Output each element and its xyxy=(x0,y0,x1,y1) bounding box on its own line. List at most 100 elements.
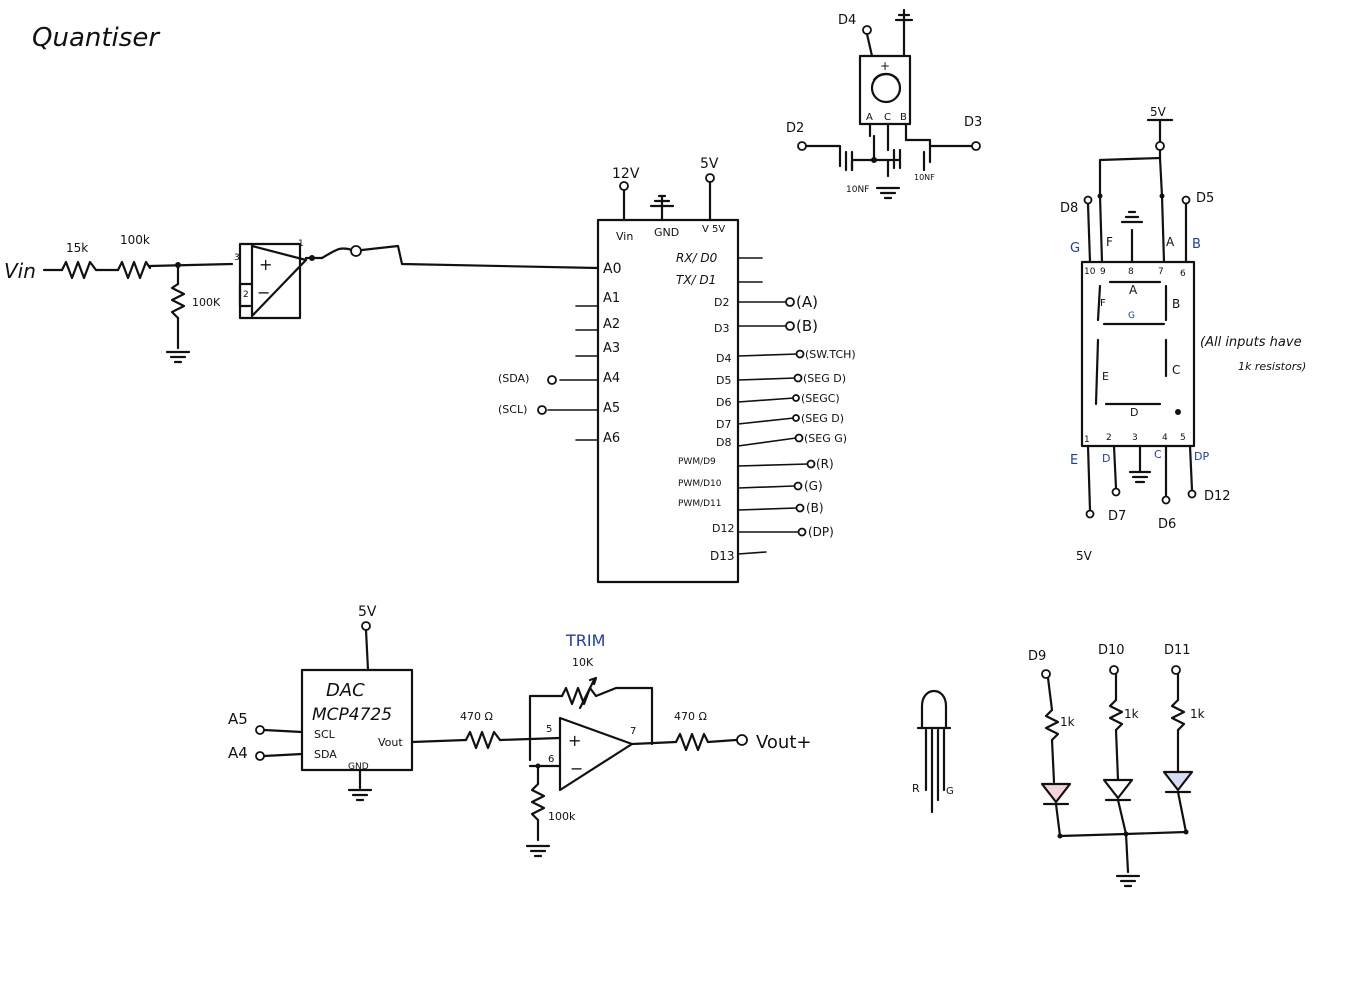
svg-text:DAC: DAC xyxy=(326,680,365,701)
resistor-470-out xyxy=(674,732,710,752)
seg-d7: D7 xyxy=(1108,509,1126,524)
svg-text:B: B xyxy=(1172,297,1180,311)
enc-d4: D4 xyxy=(838,13,856,28)
dac-supply-5v: 5V xyxy=(358,604,377,620)
trim-value: 10K xyxy=(572,656,594,669)
svg-text:+: + xyxy=(259,255,272,274)
input-opamp xyxy=(250,244,308,318)
rgb-led: R G xyxy=(912,689,954,814)
seg-d6: D6 xyxy=(1158,517,1176,532)
output-stage: 470 Ω TRIM 10K + − 5 6 7 100k 470 Ω Vout… xyxy=(460,631,811,858)
svg-text:8: 8 xyxy=(1128,267,1134,277)
svg-text:(SEG D): (SEG D) xyxy=(801,412,844,425)
svg-text:(DP): (DP) xyxy=(808,525,834,539)
svg-text:DP: DP xyxy=(1194,450,1209,463)
led-d10-label: D10 xyxy=(1098,643,1125,658)
pin-3: 3 xyxy=(234,253,240,263)
r2-value: 100k xyxy=(120,233,150,247)
led-resistor-3 xyxy=(1170,698,1186,732)
svg-text:A2: A2 xyxy=(603,317,620,332)
svg-text:GND: GND xyxy=(348,762,369,772)
svg-text:1k: 1k xyxy=(1190,707,1205,721)
svg-text:(B): (B) xyxy=(806,501,824,515)
svg-text:SCL: SCL xyxy=(314,728,336,741)
vout-plus: Vout+ xyxy=(756,732,811,753)
svg-text:C: C xyxy=(1154,448,1162,461)
seven-seg-body xyxy=(1080,260,1196,448)
sda-label: (SDA) xyxy=(498,372,529,385)
svg-text:(SEG D): (SEG D) xyxy=(803,372,846,385)
resistor-100k-shunt xyxy=(170,282,186,320)
svg-text:A: A xyxy=(1129,283,1138,297)
svg-text:−: − xyxy=(257,283,270,302)
svg-text:C: C xyxy=(884,112,891,123)
svg-text:E: E xyxy=(1102,370,1109,383)
svg-text:(SEGC): (SEGC) xyxy=(801,392,840,405)
svg-text:(SW.TCH): (SW.TCH) xyxy=(805,348,856,361)
seg-bottom-5v: 5V xyxy=(1076,549,1093,563)
svg-text:D13: D13 xyxy=(710,549,735,563)
svg-text:D6: D6 xyxy=(716,396,731,409)
resistor-15k xyxy=(60,260,98,280)
resistor-note-2: 1k resistors) xyxy=(1238,360,1306,373)
svg-text:B: B xyxy=(900,112,907,123)
indicator-leds: D9 D10 D11 1k 1k 1k xyxy=(1028,643,1205,888)
led-2 xyxy=(1102,778,1134,800)
r3-value: 100K xyxy=(192,296,221,309)
svg-text:A6: A6 xyxy=(603,431,620,446)
vin-label: Vin xyxy=(4,259,36,283)
svg-text:D8: D8 xyxy=(716,436,731,449)
seg-d8: D8 xyxy=(1060,201,1078,216)
svg-text:A5: A5 xyxy=(603,401,620,416)
r1-value: 15k xyxy=(66,241,88,255)
rgb-led-dome xyxy=(920,689,948,730)
pin-2: 2 xyxy=(243,290,249,300)
pin-5v: V 5V xyxy=(702,224,725,235)
rgb-pin-g: G xyxy=(946,786,954,797)
svg-text:D: D xyxy=(1102,452,1110,465)
rotary-encoder: D4 + A C B D2 10NF 10NF D3 xyxy=(786,8,982,200)
svg-text:D: D xyxy=(1130,406,1138,419)
svg-text:E: E xyxy=(1070,453,1078,468)
svg-text:9: 9 xyxy=(1100,267,1106,277)
svg-text:7: 7 xyxy=(1158,267,1164,277)
r-gnd-value: 100k xyxy=(548,810,576,823)
pin-gnd: GND xyxy=(654,226,679,239)
led-d11-label: D11 xyxy=(1164,643,1191,658)
dac-a4: A4 xyxy=(228,744,248,762)
seg-d5: D5 xyxy=(1196,191,1214,206)
svg-text:PWM/D11: PWM/D11 xyxy=(678,499,722,509)
led-resistor-1 xyxy=(1044,708,1060,742)
arduino-outline xyxy=(596,218,740,584)
svg-text:Vout: Vout xyxy=(378,736,403,749)
right-pin-labels: RX/ D0 TX/ D1 D2 D3 D4 D5 D6 D7 D8 PWM/D… xyxy=(676,251,735,563)
dac-body xyxy=(300,668,414,772)
pin-1: 1 xyxy=(298,239,304,249)
pin-5: 5 xyxy=(546,724,552,735)
pin-7: 7 xyxy=(630,726,636,737)
svg-text:TX/ D1: TX/ D1 xyxy=(676,273,716,287)
arduino-board: 12V 5V Vin GND V 5V A0 A1 A2 A3 A4 A5 A6… xyxy=(498,156,856,584)
svg-text:D12: D12 xyxy=(712,522,734,535)
seg-supply-5v: 5V xyxy=(1150,105,1167,119)
svg-text:D5: D5 xyxy=(716,374,731,387)
svg-text:1k: 1k xyxy=(1124,707,1139,721)
supply-5v: 5V xyxy=(700,156,719,172)
svg-text:G: G xyxy=(1070,241,1080,256)
svg-text:(R): (R) xyxy=(816,457,834,471)
led-resistor-2 xyxy=(1108,698,1124,732)
svg-text:C: C xyxy=(1172,363,1180,377)
svg-text:(B): (B) xyxy=(796,317,818,335)
supply-12v: 12V xyxy=(612,166,640,182)
svg-text:6: 6 xyxy=(1180,269,1186,279)
svg-text:RX/ D0: RX/ D0 xyxy=(676,251,718,265)
svg-text:SDA: SDA xyxy=(314,748,337,761)
led-blue xyxy=(1162,770,1194,792)
svg-text:A: A xyxy=(866,112,873,123)
resistor-100k-gnd xyxy=(530,782,546,822)
svg-text:F: F xyxy=(1100,298,1106,309)
resistor-note-1: (All inputs have xyxy=(1200,335,1302,350)
svg-text:5: 5 xyxy=(1180,433,1186,443)
svg-text:−: − xyxy=(570,759,583,778)
led-d9-label: D9 xyxy=(1028,649,1046,664)
